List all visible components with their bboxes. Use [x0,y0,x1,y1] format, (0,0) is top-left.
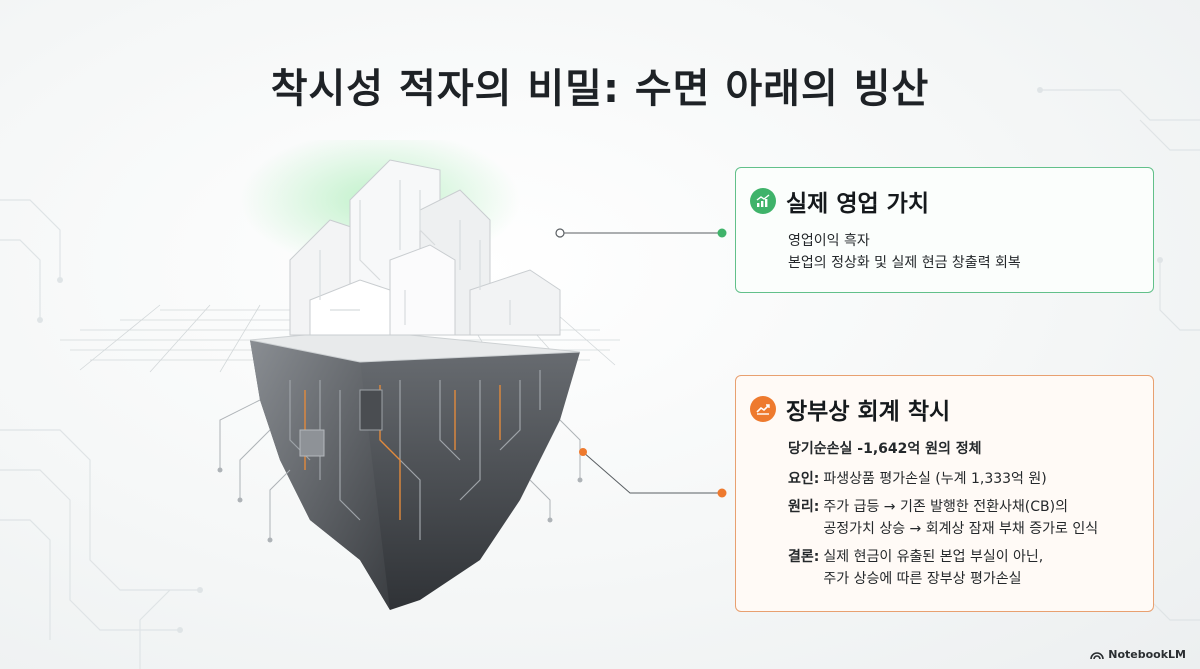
net-loss-heading: 당기순손실 -1,642억 원의 정체 [788,441,982,457]
row-line: 공정가치 상승 → 회계상 잠재 부채 증가로 인식 [823,521,1099,537]
actual-operating-value-card: 실제 영업 가치 영업이익 흑자 본업의 정상화 및 실제 현금 창출력 회복 [735,167,1154,293]
chart-up-icon [750,188,776,214]
card-title: 실제 영업 가치 [786,191,929,217]
dangling-wires [219,399,581,540]
row-line: 주가 상승에 따른 장부상 평가손실 [823,571,1022,587]
watermark-text: NotebookLM [1108,648,1186,661]
principle-row: 원리: 주가 급등 → 기존 발행한 전환사채(CB)의 공정가치 상승 → 회… [788,496,1148,540]
row-text: 실제 현금이 유출된 본업 부실이 아닌, 주가 상승에 따른 장부상 평가손실 [823,546,1043,590]
row-text: 파생상품 평가손실 (누계 1,333억 원) [823,468,1046,490]
iceberg-underwater-part [249,329,581,610]
notebooklm-watermark: NotebookLM [1090,648,1186,661]
row-line: 실제 현금이 유출된 본업 부실이 아닌, [823,549,1044,565]
conclusion-row: 결론: 실제 현금이 유출된 본업 부실이 아닌, 주가 상승에 따른 장부상 … [788,546,1148,590]
iceberg-illustration [60,140,620,610]
row-line: 파생상품 평가손실 (누계 1,333억 원) [823,471,1047,487]
factor-row: 요인: 파생상품 평가손실 (누계 1,333억 원) [788,468,1148,490]
card-line: 영업이익 흑자 [788,233,870,249]
card-body: 당기순손실 -1,642억 원의 정체 요인: 파생상품 평가손실 (누계 1,… [788,438,1148,596]
page-title: 착시성 적자의 비밀: 수면 아래의 빙산 [270,66,930,112]
row-line: 주가 급등 → 기존 발행한 전환사채(CB)의 [823,499,1068,515]
card-title: 장부상 회계 착시 [786,399,951,425]
row-label: 원리: [788,499,820,515]
accounting-illusion-card: 장부상 회계 착시 당기순손실 -1,642억 원의 정체 요인: 파생상품 평… [735,375,1154,612]
card-body: 영업이익 흑자 본업의 정상화 및 실제 현금 창출력 회복 [788,230,1021,274]
iceberg-above-water-part [289,159,561,336]
row-label: 결론: [788,549,820,565]
row-text: 주가 급등 → 기존 발행한 전환사채(CB)의 공정가치 상승 → 회계상 잠… [823,496,1098,540]
card-header: 장부상 회계 착시 [750,392,950,426]
row-label: 요인: [788,471,820,487]
card-line: 본업의 정상화 및 실제 현금 창출력 회복 [788,255,1021,271]
card-header: 실제 영업 가치 [750,184,929,218]
notebooklm-logo-icon [1090,651,1105,659]
chart-up-icon [750,396,776,422]
